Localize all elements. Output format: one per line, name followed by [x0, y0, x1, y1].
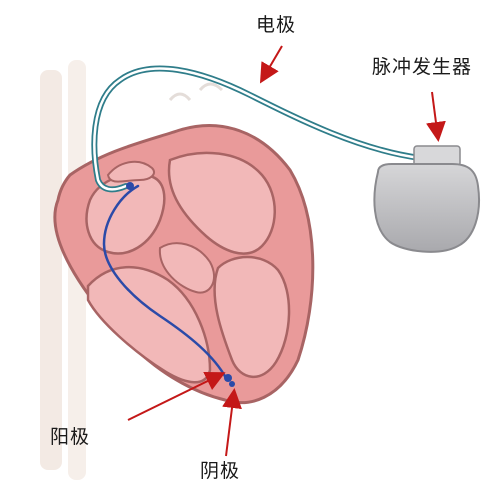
anode-arrow [127, 372, 226, 421]
generator-arrow [426, 91, 446, 142]
heart-chamber-upper-right [167, 151, 276, 255]
pulse-generator-label: 脉冲发生器 [372, 56, 473, 78]
heart-chamber-upper-middle [106, 160, 156, 183]
heart-chamber-center [158, 242, 215, 294]
electrode-label: 电极 [256, 14, 297, 36]
pulse-generator-device [373, 145, 480, 253]
heart-chamber-lower-right [213, 255, 291, 379]
electrode-arrow [259, 45, 283, 84]
anode-label: 阳极 [50, 426, 91, 448]
cathode-arrow [222, 388, 242, 457]
cathode-label: 阴极 [200, 460, 241, 482]
pacing-lead [91, 65, 423, 387]
heart-chamber-lower-left [86, 266, 212, 384]
